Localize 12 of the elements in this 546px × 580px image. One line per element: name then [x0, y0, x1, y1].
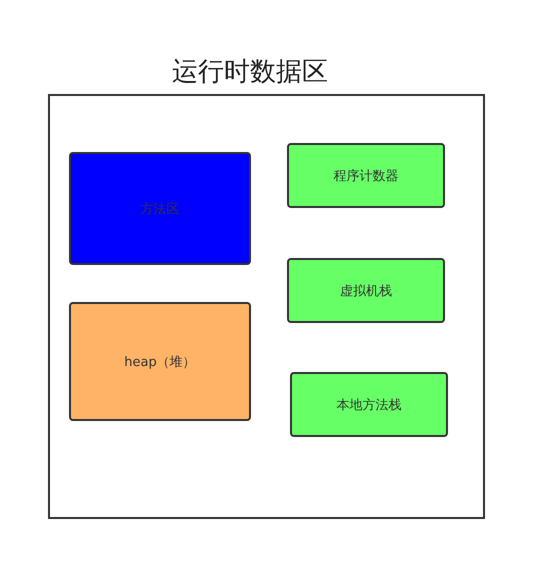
node-label: 方法区 [140, 200, 180, 218]
memory-area-box [290, 372, 448, 437]
node-label: 虚拟机栈 [340, 282, 392, 300]
memory-area-box [287, 258, 445, 323]
region-frame [48, 94, 485, 519]
memory-area-box [69, 302, 251, 421]
node-label: 程序计数器 [334, 168, 398, 184]
memory-area-box [287, 143, 445, 208]
node-label: 本地方法栈 [336, 396, 402, 414]
node-label: heap（堆） [124, 354, 196, 370]
memory-area-box [69, 152, 251, 265]
diagram-title: 运行时数据区 [171, 56, 329, 89]
